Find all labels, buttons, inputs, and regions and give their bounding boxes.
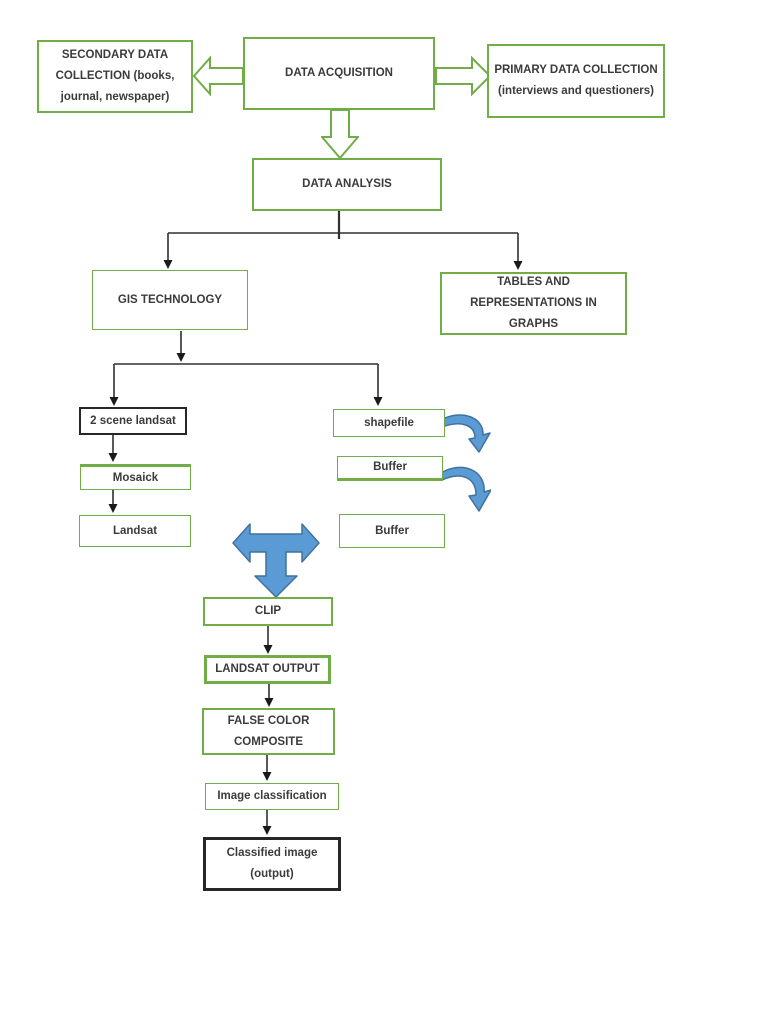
node-primary-data-collection: PRIMARY DATA COLLECTION (interviews and … xyxy=(487,44,665,118)
node-mosaick: Mosaick xyxy=(80,464,191,490)
block-arrow-left-icon xyxy=(193,56,244,96)
curved-arrow-icon xyxy=(441,414,491,453)
node-false-color-composite: FALSE COLOR COMPOSITE xyxy=(202,708,335,755)
node-classified-image-output: Classified image (output) xyxy=(203,837,341,891)
node-shapefile: shapefile xyxy=(333,409,445,437)
node-gis-technology: GIS TECHNOLOGY xyxy=(92,270,248,330)
three-way-arrow-icon xyxy=(232,523,320,598)
node-secondary-data-collection: SECONDARY DATA COLLECTION (books, journa… xyxy=(37,40,193,113)
node-clip: CLIP xyxy=(203,597,333,626)
block-arrow-down-icon xyxy=(321,109,359,159)
node-tables-graphs: TABLES AND REPRESENTATIONS IN GRAPHS xyxy=(440,272,627,335)
node-data-acquisition: DATA ACQUISITION xyxy=(243,37,435,110)
node-buffer-1: Buffer xyxy=(337,456,443,481)
node-landsat: Landsat xyxy=(79,515,191,547)
node-landsat-output: LANDSAT OUTPUT xyxy=(204,655,331,684)
node-2-scene-landsat: 2 scene landsat xyxy=(79,407,187,435)
curved-arrow-icon xyxy=(441,466,491,512)
block-arrow-right-icon xyxy=(435,56,491,96)
node-image-classification: Image classification xyxy=(205,783,339,810)
node-buffer-2: Buffer xyxy=(339,514,445,548)
node-data-analysis: DATA ANALYSIS xyxy=(252,158,442,211)
